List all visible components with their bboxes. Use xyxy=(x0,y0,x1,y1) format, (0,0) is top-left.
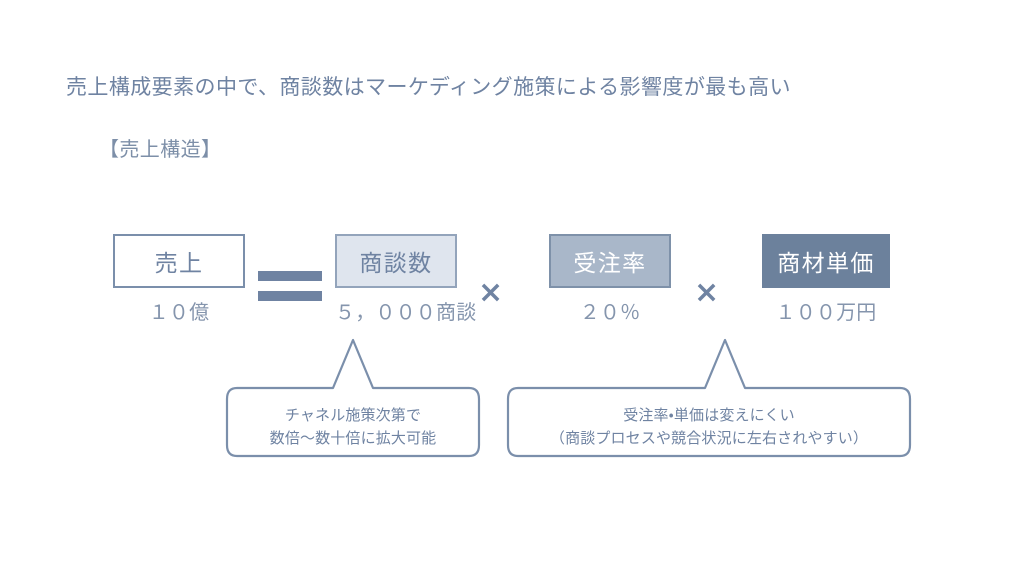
formula-term-shoudansuu-box: 商談数 xyxy=(335,234,457,288)
jutyuuritsu-tanka-callout-line-2: （商談プロセスや競合状況に左右されやすい） xyxy=(549,429,869,447)
shoudansuu-callout-line-1: チャネル施策次第で xyxy=(284,406,422,424)
section-subtitle: 【売上構造】 xyxy=(99,137,222,161)
jutyuuritsu-tanka-callout-bubble-shape xyxy=(506,338,912,458)
formula-term-uriage-box: 売上 xyxy=(113,234,245,288)
formula-term-jutyuuritsu-box: 受注率 xyxy=(549,234,671,288)
formula-term-uriage-value: １０億 xyxy=(148,300,210,324)
equals-operator-icon xyxy=(258,271,322,305)
shoudansuu-callout-bubble-shape xyxy=(225,338,481,458)
formula-term-shoudansuu: 商談数 ５，０００商談 xyxy=(335,234,477,325)
page-title: 売上構成要素の中で、商談数はマーケディング施策による影響度が最も高い xyxy=(66,75,791,99)
multiply-operator-icon-1: × xyxy=(478,275,504,310)
multiply-operator-icon-2: × xyxy=(694,275,720,310)
formula-term-shoudansuu-value: ５，０００商談 xyxy=(335,300,477,324)
formula-term-shouzai-tanka: 商材単価 １００万円 xyxy=(762,234,890,325)
shoudansuu-callout-line-2: 数倍〜数十倍に拡大可能 xyxy=(269,429,437,447)
formula-term-jutyuuritsu: 受注率 ２０％ xyxy=(549,234,671,325)
formula-term-shouzai-tanka-value: １００万円 xyxy=(775,300,877,324)
jutyuuritsu-tanka-callout: 受注率・単価は変えにくい （商談プロセスや競合状況に左右されやすい） xyxy=(504,336,914,460)
shoudansuu-callout: チャネル施策次第で 数倍〜数十倍に拡大可能 xyxy=(223,336,483,460)
formula-term-shouzai-tanka-box: 商材単価 xyxy=(762,234,890,288)
jutyuuritsu-tanka-callout-line-1: 受注率・単価は変えにくい xyxy=(623,406,795,424)
formula-term-jutyuuritsu-value: ２０％ xyxy=(579,300,641,324)
formula-term-uriage: 売上 １０億 xyxy=(113,234,245,325)
